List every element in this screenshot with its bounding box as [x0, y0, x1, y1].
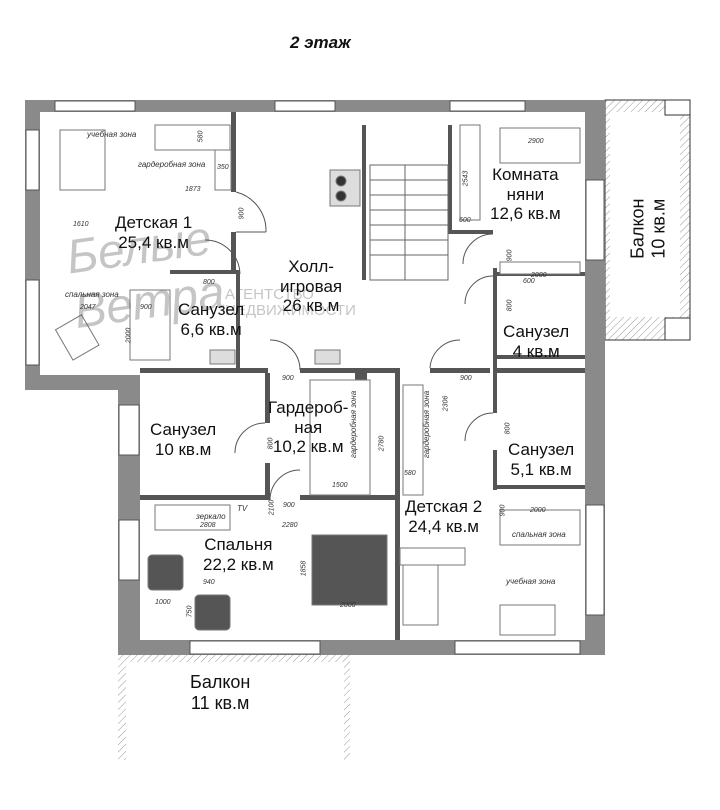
zone-study-2: учебная зона: [506, 577, 556, 586]
room-name: Спальня: [204, 535, 273, 554]
dim-800-bath51: 800: [504, 422, 512, 435]
dim-900-bed2: 900: [499, 504, 507, 517]
dim-2543: 2543: [462, 170, 470, 187]
room-name: Гардероб-: [268, 398, 349, 417]
room-name: Балкон: [190, 672, 251, 692]
dim-2000-nanny: 2000: [531, 272, 547, 279]
dim-2000-bed2: 2000: [530, 507, 546, 514]
tv-label: TV: [237, 504, 248, 513]
dim-600-b: 600: [523, 278, 535, 285]
dim-2900: 2900: [528, 138, 544, 145]
room-name: Санузел: [508, 440, 575, 459]
room-area: 10 кв.м: [154, 439, 212, 459]
room-name: Санузел: [178, 300, 245, 319]
room-name: Холл-: [288, 257, 334, 276]
room-area: 12,6 кв.м: [490, 204, 561, 224]
dim-1610: 1610: [73, 221, 89, 228]
dim-900-child2: 900: [460, 375, 472, 382]
dim-1873: 1873: [185, 186, 201, 193]
dim-2280: 2280: [282, 522, 298, 529]
zone-wardrobe-2: гардеробная зона: [422, 390, 432, 459]
balcony-bottom: [118, 655, 350, 760]
dim-2100: 2100: [268, 499, 276, 516]
dim-2808: 2808: [200, 522, 216, 529]
zone-sleep-1: спальная зона: [65, 290, 119, 299]
room-area: 4 кв.м: [512, 341, 560, 361]
room-name-cont: няни: [506, 184, 545, 204]
floor-title: 2 этаж: [290, 33, 351, 52]
room-area: 6,6 кв.м: [180, 319, 242, 339]
watermark-agency: АГЕНТСТВО НЕДВИЖИМОСТИ: [225, 287, 356, 319]
dim-900-bedroom: 900: [283, 502, 295, 509]
windows: [25, 100, 605, 655]
room-area: 5,1 кв.м: [510, 459, 572, 479]
dim-600: 600: [459, 217, 471, 224]
dim-940: 940: [203, 579, 215, 586]
mirror-label: зеркало: [196, 512, 226, 521]
room-area: 24,4 кв.м: [408, 516, 479, 536]
room-name: Детская 1: [115, 213, 193, 232]
balcony-right: [604, 99, 691, 341]
dim-900-door-child1: 900: [238, 207, 246, 220]
room-name: Комната: [492, 165, 559, 184]
dim-750: 750: [186, 605, 194, 618]
room-name: Санузел: [150, 420, 217, 439]
furniture: [54, 124, 581, 636]
dim-900-bed1: 900: [140, 304, 152, 311]
zone-sleep-2: спальная зона: [512, 530, 566, 539]
dim-900-nanny: 900: [506, 249, 514, 262]
dim-2047: 2047: [80, 304, 96, 311]
dim-350: 350: [217, 164, 229, 171]
dim-1000: 1000: [155, 599, 171, 606]
room-name: Балкон: [627, 198, 648, 259]
room-area: 10 кв.м: [648, 198, 668, 259]
room-area: 11 кв.м: [190, 692, 250, 713]
doors: [204, 191, 494, 501]
dim-800-bath4: 800: [506, 299, 514, 312]
dim-2306: 2306: [442, 395, 450, 412]
dim-2780: 2780: [378, 435, 386, 452]
dim-2000-bed: 2000: [340, 602, 356, 609]
room-name: Санузел: [503, 322, 570, 341]
dim-900-wardrobe: 900: [282, 375, 294, 382]
room-area: 25,4 кв.м: [118, 232, 189, 252]
watermark-agency2: НЕДВИЖИМОСТИ: [225, 301, 356, 319]
dim-580-b: 580: [404, 470, 416, 477]
dim-1858: 1858: [300, 560, 308, 577]
dim-1500: 1500: [332, 482, 348, 489]
room-name-cont: ная: [294, 417, 323, 437]
room-area: 26 кв.м: [282, 296, 340, 316]
watermark-agency1: АГЕНТСТВО: [225, 286, 314, 303]
dim-800-bath66: 800: [203, 279, 215, 286]
room-area: 10,2 кв.м: [272, 437, 344, 457]
room-name-cont: игровая: [280, 276, 343, 296]
zone-study-1: учебная зона: [87, 130, 137, 139]
room-name: Детская 2: [405, 497, 483, 516]
zone-wardrobe-1: гардеробная зона: [138, 160, 206, 169]
dim-580: 580: [197, 130, 205, 143]
dim-2000-bed1: 2000: [125, 327, 133, 344]
room-area: 22,2 кв.м: [203, 554, 274, 574]
zone-wardrobe-g: гардеробная зона: [349, 390, 359, 459]
staircase: [369, 164, 449, 281]
dim-800-bath10: 800: [267, 437, 275, 450]
